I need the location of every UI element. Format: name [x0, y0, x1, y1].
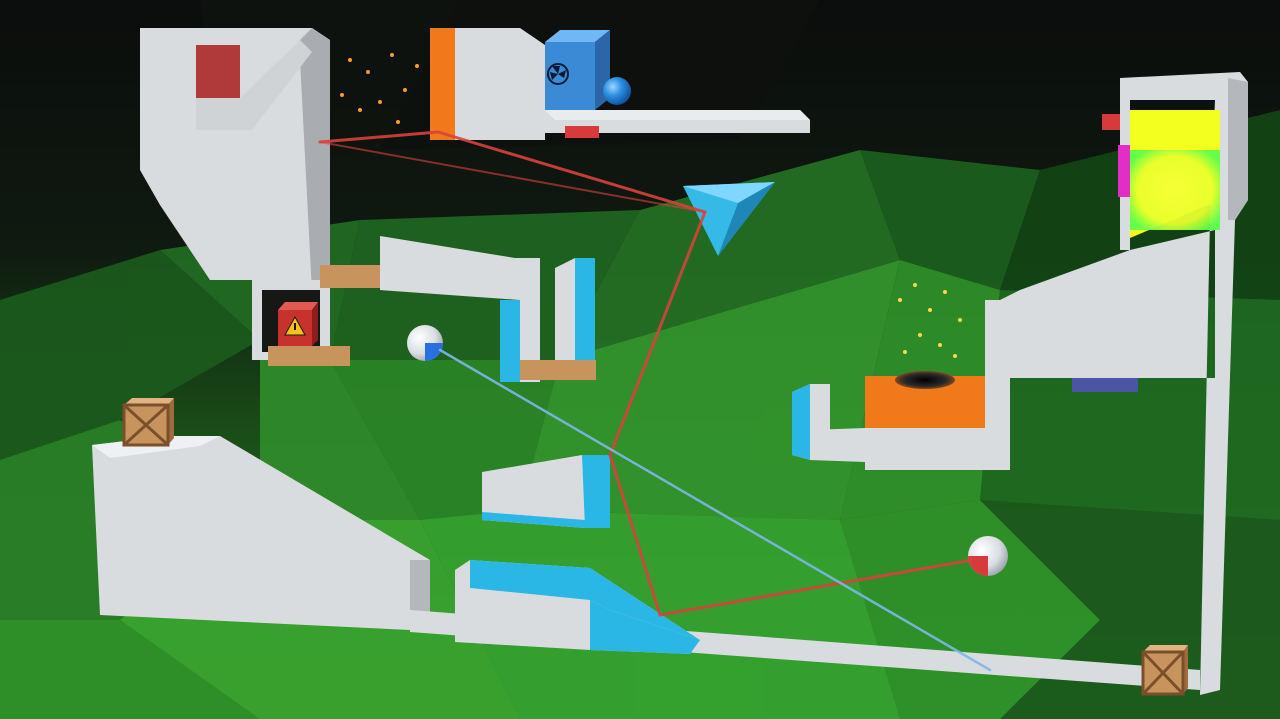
fan-icon: [547, 63, 569, 85]
red-tab-right: [1102, 114, 1120, 130]
red-laser: [318, 130, 974, 617]
middle-bridge: [268, 236, 596, 382]
blue-ball[interactable]: [603, 77, 631, 105]
center-floating-block: [482, 455, 610, 528]
black-hole-portal[interactable]: [865, 371, 985, 470]
orange-sparks-top: [340, 53, 419, 124]
portal-left-wall: [792, 384, 865, 462]
goal-zone: [1130, 150, 1220, 230]
hazard-icon: [284, 315, 306, 336]
bottom-floor: [410, 560, 1200, 690]
yellow-sparks-portal: [898, 283, 962, 358]
wood-crate-bottom-right[interactable]: [1141, 645, 1188, 696]
prism-triangle[interactable]: [683, 182, 775, 256]
red-tab-top: [565, 126, 599, 138]
laser-receiver-right[interactable]: [968, 536, 1008, 576]
explosive-crate[interactable]: [278, 302, 318, 346]
wood-crate-top-left[interactable]: [122, 398, 174, 447]
right-tall-structure: [985, 72, 1248, 695]
fan-block[interactable]: [545, 30, 610, 110]
top-fan-platform: [430, 28, 810, 140]
blue-laser: [438, 348, 992, 672]
laser-emitter-left[interactable]: [407, 325, 443, 361]
magenta-tab: [1118, 145, 1130, 197]
